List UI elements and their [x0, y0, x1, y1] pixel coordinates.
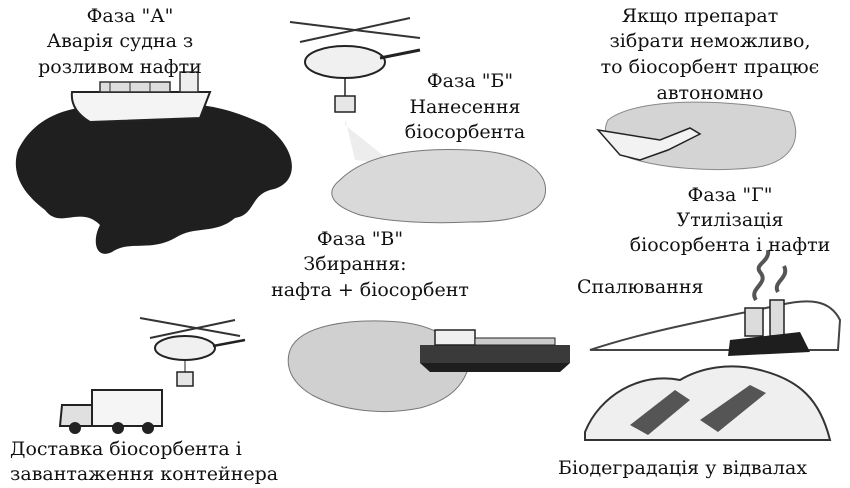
autonomous-line3: то біосорбент працює: [580, 56, 840, 78]
autonomous-line2: зібрати неможливо,: [590, 30, 830, 52]
phase-v-title: Фаза "В": [290, 228, 430, 250]
landfill-mounds: [585, 366, 830, 440]
phase-g-line2: біосорбента і нафти: [610, 234, 850, 256]
collection-boat: [420, 330, 570, 372]
burning-label: Спалювання: [577, 276, 703, 298]
autonomous-line1: Якщо препарат: [600, 5, 800, 27]
phase-g-title: Фаза "Г": [660, 184, 800, 206]
phase-a-line2: розливом нафти: [20, 56, 220, 78]
delivery-helicopter: [140, 318, 245, 386]
tanker-ship: [72, 72, 210, 122]
autonomous-line4: автономно: [625, 82, 795, 104]
phase-b-line2: біосорбента: [385, 121, 545, 143]
phase-a-title: Фаза "А": [40, 5, 220, 27]
incineration-plant: [590, 250, 840, 356]
biodegradation-label: Біодеградація у відвалах: [558, 457, 807, 479]
oil-slick: [16, 104, 292, 254]
plane-over-slick: [598, 102, 796, 169]
phase-g-line1: Утилізація: [640, 209, 820, 231]
delivery-line2: завантаження контейнера: [10, 463, 278, 485]
phase-a-line1: Аварія судна з: [20, 30, 220, 52]
phase-v-line2: нафта + біосорбент: [250, 279, 490, 301]
phase-b-line1: Нанесення: [385, 96, 545, 118]
delivery-line1: Доставка біосорбента і: [10, 438, 242, 460]
phase-v-line1: Збирання:: [275, 253, 435, 275]
phase-b-title: Фаза "Б": [400, 70, 540, 92]
delivery-truck: [60, 390, 162, 434]
